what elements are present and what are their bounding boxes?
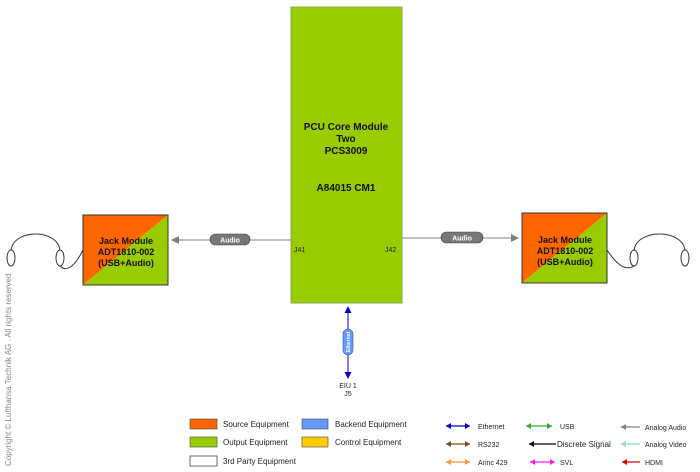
jack-right-title: Jack Module [538, 235, 592, 245]
legend-backend-swatch [301, 418, 329, 430]
legend-third-party-swatch [189, 455, 218, 467]
ethernet-link-vertical: Ethernet [342, 306, 354, 379]
legend-ethernet-label: Ethernet [478, 424, 505, 431]
pin-j41: J41 [294, 247, 305, 254]
jack-module-left: Jack Module ADT1810-002 (USB+Audio) [82, 214, 169, 286]
legend-equipment: Source Equipment Output Equipment 3rd Pa… [189, 418, 407, 467]
eiu-label: EIU 1 [339, 383, 357, 390]
legend-discrete-label: Discrete Signal [557, 440, 611, 449]
audio-link-left: Audio [171, 233, 291, 246]
jack-right-type: (USB+Audio) [537, 257, 593, 267]
ethernet-label-vertical: Ethernet [346, 332, 352, 353]
legend-usb-label: USB [560, 424, 575, 431]
headphones-left-icon [6, 233, 84, 270]
core-module-subtitle: Two [336, 134, 355, 145]
legend-source-label: Source Equipment [223, 420, 290, 429]
jack-left-type: (USB+Audio) [98, 258, 154, 268]
headphones-right-icon [606, 233, 690, 269]
legend-third-party-label: 3rd Party Equipment [223, 457, 297, 466]
legend-rs232-label: RS232 [478, 442, 500, 449]
pin-j42: J42 [385, 247, 396, 254]
audio-label-right: Audio [452, 236, 472, 243]
legend-output-label: Output Equipment [223, 438, 288, 447]
legend-control-label: Control Equipment [335, 438, 402, 447]
copyright-text: Copyright © Lufthansa Technik AG . All r… [4, 273, 13, 466]
legend-source-swatch [189, 418, 218, 430]
legend-backend-label: Backend Equipment [335, 420, 407, 429]
pcu-core-module: PCU Core Module Two PCS3009 A84015 CM1 J… [290, 6, 403, 304]
core-module-model: PCS3009 [325, 146, 368, 157]
legend-control-swatch [301, 436, 329, 448]
audio-label-left: Audio [220, 238, 240, 245]
jack-module-right: Jack Module ADT1810-002 (USB+Audio) [521, 212, 608, 284]
jack-left-title: Jack Module [99, 236, 153, 246]
legend-output-swatch [189, 436, 218, 448]
legend-arinc-label: Arinc 429 [478, 460, 508, 467]
legend-signals: Ethernet RS232 Arinc 429 USB Discrete Si… [446, 423, 687, 467]
audio-link-right: Audio [402, 231, 519, 244]
core-module-part-number: A84015 CM1 [317, 183, 376, 194]
jack-left-model: ADT1810-002 [98, 247, 155, 257]
legend-analog-video-label: Analog Video [645, 442, 687, 449]
eiu-pin-label: J5 [344, 391, 352, 398]
core-module-title: PCU Core Module [304, 122, 389, 133]
legend-analog-audio-label: Analog Audio [645, 425, 686, 432]
legend-svl-label: SVL [560, 460, 573, 467]
legend-hdmi-label: HDMI [645, 460, 663, 467]
jack-right-model: ADT1810-002 [537, 246, 594, 256]
